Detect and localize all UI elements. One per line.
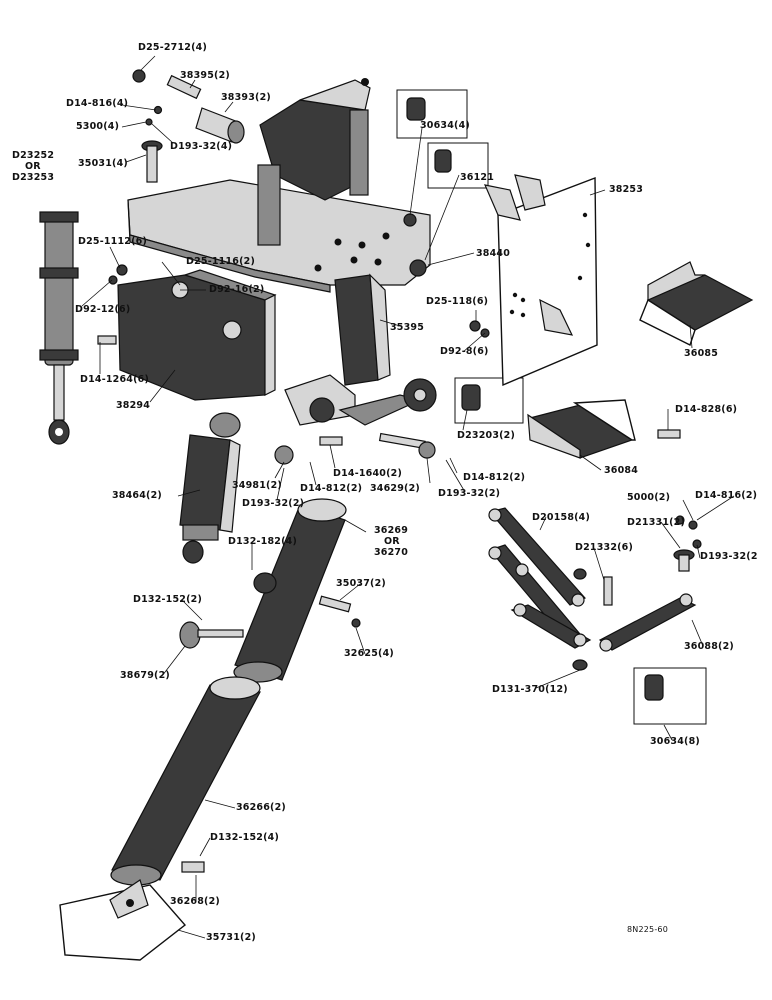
bushing-d23203-box (454, 377, 524, 424)
lever-assembly (284, 374, 437, 426)
label-d23203: D23203(2) (457, 430, 516, 441)
upright-35395 (334, 273, 391, 386)
label-d14-1264: D14-1264(6) (80, 374, 149, 385)
label-d132-182: D132-182(4) (228, 536, 297, 547)
label-36084: 36084 (604, 465, 639, 476)
label-d132-152-a: D132-152(2) (133, 594, 202, 605)
base-plate-35731 (59, 879, 187, 961)
label-d193-32-c: D193-32(2 (700, 551, 758, 562)
small-hardware (97, 264, 702, 873)
drawing-number: 8N225-60 (627, 925, 669, 934)
label-d25-1116: D25-1116(2) (186, 256, 255, 267)
label-d14-828: D14-828(6) (675, 404, 738, 415)
links-d20158 (488, 507, 592, 649)
label-38440: 38440 (476, 248, 511, 259)
label-36266: 36266(2) (236, 802, 286, 813)
boom-tube-36269 (233, 498, 347, 683)
label-36268: 36268(2) (170, 896, 220, 907)
label-d21332: D21332(6) (575, 542, 634, 553)
label-38395: 38395(2) (180, 70, 230, 81)
frame-38294 (117, 269, 277, 401)
label-5300: 5300(4) (76, 121, 120, 132)
label-d25-118: D25-118(6) (426, 296, 489, 307)
label-or-1: OR (25, 161, 41, 172)
label-35395: 35395 (390, 322, 425, 333)
label-d132-152-b: D132-152(4) (210, 832, 279, 843)
label-d25-1112: D25-1112(6) (78, 236, 147, 247)
mounting-plate-38253 (483, 174, 598, 387)
links-36088 (598, 549, 697, 652)
label-30634-8: 30634(8) (650, 736, 700, 747)
label-d20158: D20158(4) (532, 512, 591, 523)
label-d92-16: D92-16(2) (209, 284, 265, 295)
foot-plate-36085 (639, 261, 754, 346)
label-32625: 32625(4) (344, 648, 394, 659)
label-38253: 38253 (609, 184, 644, 195)
label-d92-8: D92-8(6) (440, 346, 489, 357)
label-34981: 34981(2) (232, 480, 282, 491)
label-36088: 36088(2) (684, 641, 734, 652)
label-34629: 34629(2) (370, 483, 420, 494)
label-35037: 35037(2) (336, 578, 386, 589)
label-d14-816-a: D14-816(4) (66, 98, 129, 109)
boom-tube-36266 (110, 676, 261, 886)
upper-left-hardware (132, 69, 245, 183)
bushing-30634-box (396, 89, 468, 139)
label-d131-370: D131-370(12) (492, 684, 568, 695)
cylinder-38464 (179, 412, 241, 564)
upper-bracket (257, 78, 371, 246)
label-or-2: OR (384, 536, 400, 547)
bushing-30634-8-box (633, 667, 707, 725)
foot-plate-36084 (527, 399, 636, 459)
label-d23252: D23252 (12, 150, 55, 161)
label-38294: 38294 (116, 400, 151, 411)
label-d193-32-4: D193-32(4) (170, 141, 233, 152)
label-d14-816-b: D14-816(2) (695, 490, 758, 501)
label-d14-812-b: D14-812(2) (463, 472, 526, 483)
label-38679: 38679(2) (120, 670, 170, 681)
bushing-36121-box (427, 142, 489, 189)
label-35731: 35731(2) (206, 932, 256, 943)
label-38393: 38393(2) (221, 92, 271, 103)
label-38464: 38464(2) (112, 490, 162, 501)
label-36085: 36085 (684, 348, 719, 359)
label-d92-12: D92-12(6) (75, 304, 131, 315)
label-36121: 36121 (460, 172, 495, 183)
label-d21331: D21331(2) (627, 517, 686, 528)
cylinder-d23252 (39, 211, 79, 445)
label-36269: 36269 (374, 525, 409, 536)
label-35031: 35031(4) (78, 158, 128, 169)
label-d14-812-a: D14-812(2) (300, 483, 363, 494)
label-d23253: D23253 (12, 172, 55, 183)
label-5000: 5000(2) (627, 492, 671, 503)
label-30634-4: 30634(4) (420, 120, 470, 131)
label-36270: 36270 (374, 547, 409, 558)
label-d25-2712: D25-2712(4) (138, 42, 207, 53)
leader-lines (81, 55, 735, 939)
label-d193-32-a: D193-32(2) (242, 498, 305, 509)
label-d14-1640: D14-1640(2) (333, 468, 402, 479)
label-d193-32-b: D193-32(2) (438, 488, 501, 499)
